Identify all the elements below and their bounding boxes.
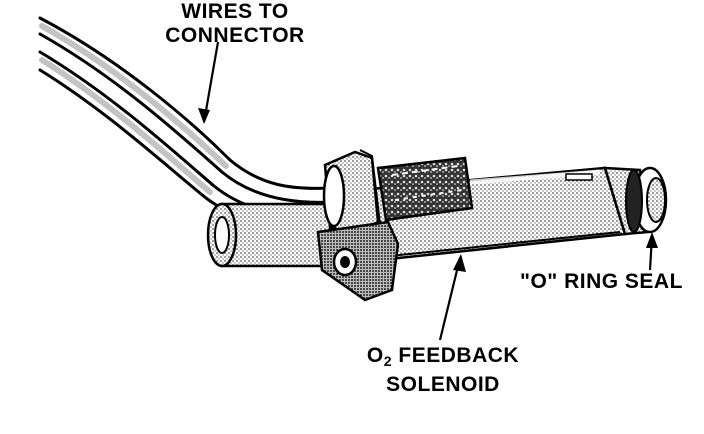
coil-wrap [376,156,474,222]
solenoid-leader [438,257,462,341]
wires-label-line1: WIRES TO [181,0,289,23]
solenoid-label-line2: SOLENOID [386,373,500,396]
arrowheads [198,108,658,272]
mounting-bracket [316,220,400,302]
wires-leader [202,41,220,123]
wires-arrowhead [198,108,210,124]
solenoid-end-cap [565,166,668,236]
wires-to-connector-label: WIRES TO CONNECTOR [160,0,310,48]
wire-grommet [322,149,382,237]
oring-arrowhead [646,232,658,248]
wires-label-line2: CONNECTOR [165,24,305,47]
o2-feedback-solenoid-label: O2 FEEDBACK SOLENOID [358,344,528,397]
solenoid-arrowhead [453,254,466,272]
solenoid-label-o: O [366,344,384,367]
wire-bundle [38,16,336,231]
solenoid-label-subscript: 2 [383,353,393,369]
solenoid-label-line1: O2 FEEDBACK [358,344,528,373]
o-ring-seal-label: "O" RING SEAL [520,270,683,293]
lower-tube [206,202,332,268]
solenoid-label-feedback: FEEDBACK [392,344,520,367]
